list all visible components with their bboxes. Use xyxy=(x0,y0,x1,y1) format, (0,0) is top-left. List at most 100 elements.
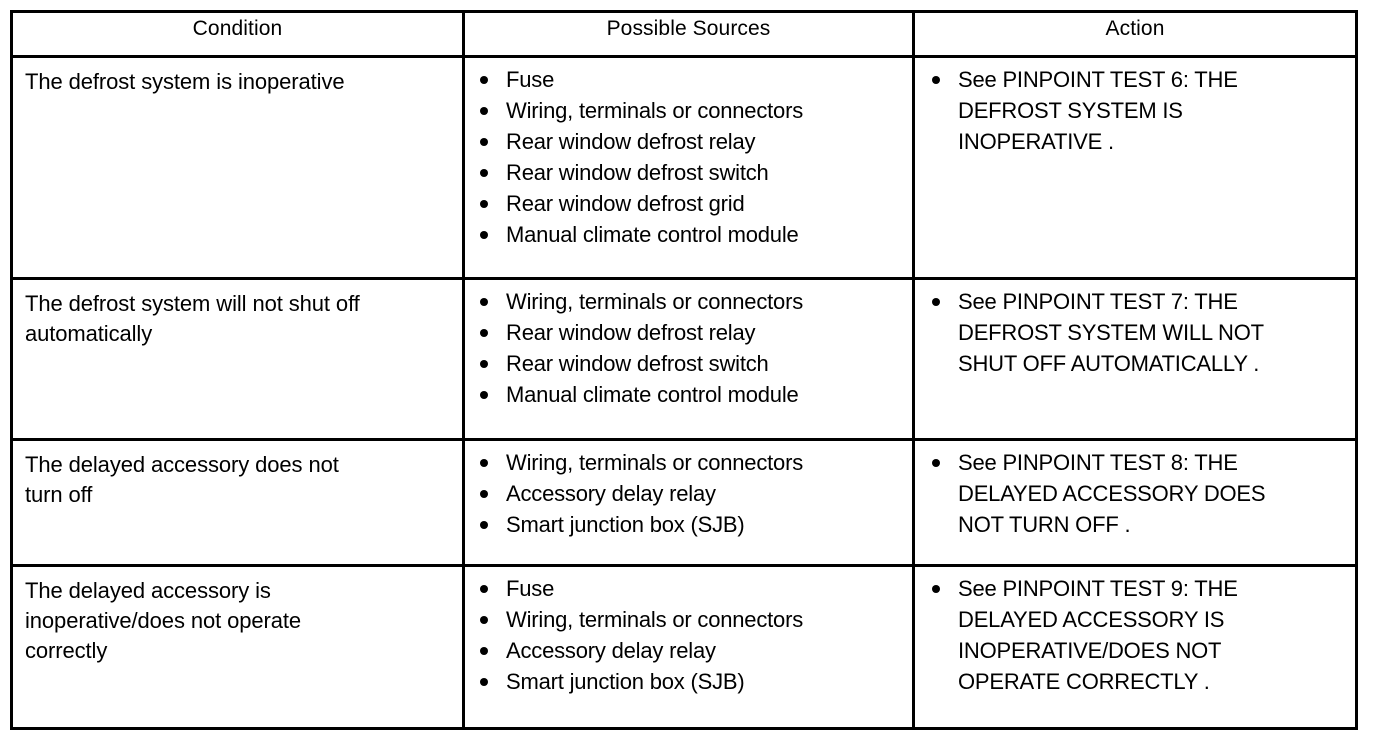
list-item-label: Accessory delay relay xyxy=(506,638,716,663)
possible-sources-list: Fuse Wiring, terminals or connectors Acc… xyxy=(473,573,902,697)
diagnostic-symptom-chart: Condition Possible Sources Action The de… xyxy=(10,10,1358,730)
possible-sources-list: Wiring, terminals or connectors Accessor… xyxy=(473,447,902,540)
list-item: Wiring, terminals or connectors xyxy=(473,286,902,317)
condition-text: The delayed accessory does not turn off xyxy=(25,452,339,507)
column-header-condition: Condition xyxy=(10,10,465,58)
bullet-icon xyxy=(480,76,488,84)
sources-inner: Fuse Wiring, terminals or connectors Acc… xyxy=(465,567,912,705)
list-item: Smart junction box (SJB) xyxy=(473,666,902,697)
pinpoint-test-reference: See PINPOINT TEST 6: THE DEFROST SYSTEM … xyxy=(958,67,1238,154)
table-row: The delayed accessory is inoperative/doe… xyxy=(10,564,1358,730)
list-item-label: Rear window defrost relay xyxy=(506,129,756,154)
action-list: See PINPOINT TEST 8: THE DELAYED ACCESSO… xyxy=(925,447,1345,540)
list-item: Wiring, terminals or connectors xyxy=(473,604,902,635)
list-item-label: Wiring, terminals or connectors xyxy=(506,289,804,314)
column-header-possible-sources: Possible Sources xyxy=(462,10,915,58)
list-item: Manual climate control module xyxy=(473,379,902,410)
action-inner: See PINPOINT TEST 7: THE DEFROST SYSTEM … xyxy=(915,280,1355,387)
possible-sources-list: Wiring, terminals or connectors Rear win… xyxy=(473,286,902,410)
list-item: Fuse xyxy=(473,64,902,95)
bullet-icon xyxy=(480,647,488,655)
cell-action: See PINPOINT TEST 7: THE DEFROST SYSTEM … xyxy=(912,277,1358,441)
bullet-icon xyxy=(932,585,940,593)
bullet-icon xyxy=(480,298,488,306)
pinpoint-test-reference: See PINPOINT TEST 7: THE DEFROST SYSTEM … xyxy=(958,289,1264,376)
bullet-icon xyxy=(480,459,488,467)
bullet-icon xyxy=(480,231,488,239)
action-list: See PINPOINT TEST 6: THE DEFROST SYSTEM … xyxy=(925,64,1345,157)
list-item-label: Accessory delay relay xyxy=(506,481,716,506)
cell-condition: The defrost system is inoperative xyxy=(10,55,465,280)
list-item-label: Rear window defrost switch xyxy=(506,351,769,376)
bullet-icon xyxy=(932,459,940,467)
cell-possible-sources: Fuse Wiring, terminals or connectors Acc… xyxy=(462,564,915,730)
bullet-icon xyxy=(932,298,940,306)
list-item: See PINPOINT TEST 7: THE DEFROST SYSTEM … xyxy=(925,286,1345,379)
cell-condition: The delayed accessory does not turn off xyxy=(10,438,465,567)
action-inner: See PINPOINT TEST 6: THE DEFROST SYSTEM … xyxy=(915,58,1355,165)
bullet-icon xyxy=(480,360,488,368)
action-inner: See PINPOINT TEST 8: THE DELAYED ACCESSO… xyxy=(915,441,1355,548)
sources-inner: Wiring, terminals or connectors Accessor… xyxy=(465,441,912,548)
list-item-label: Wiring, terminals or connectors xyxy=(506,98,804,123)
bullet-icon xyxy=(480,521,488,529)
cell-possible-sources: Wiring, terminals or connectors Rear win… xyxy=(462,277,915,441)
sources-inner: Wiring, terminals or connectors Rear win… xyxy=(465,280,912,418)
list-item: Rear window defrost switch xyxy=(473,348,902,379)
list-item-label: Rear window defrost grid xyxy=(506,191,745,216)
cell-action: See PINPOINT TEST 6: THE DEFROST SYSTEM … xyxy=(912,55,1358,280)
bullet-icon xyxy=(480,107,488,115)
condition-text: The defrost system is inoperative xyxy=(25,69,345,94)
cell-condition: The delayed accessory is inoperative/doe… xyxy=(10,564,465,730)
table-row: The delayed accessory does not turn off … xyxy=(10,438,1358,567)
cell-action: See PINPOINT TEST 8: THE DELAYED ACCESSO… xyxy=(912,438,1358,567)
table-header-row: Condition Possible Sources Action xyxy=(10,10,1358,58)
list-item: Wiring, terminals or connectors xyxy=(473,95,902,126)
bullet-icon xyxy=(480,678,488,686)
cell-possible-sources: Wiring, terminals or connectors Accessor… xyxy=(462,438,915,567)
list-item-label: Wiring, terminals or connectors xyxy=(506,450,804,475)
bullet-icon xyxy=(480,169,488,177)
list-item-label: Rear window defrost relay xyxy=(506,320,756,345)
sources-inner: Fuse Wiring, terminals or connectors Rea… xyxy=(465,58,912,258)
list-item: Rear window defrost relay xyxy=(473,317,902,348)
action-list: See PINPOINT TEST 9: THE DELAYED ACCESSO… xyxy=(925,573,1345,697)
list-item: See PINPOINT TEST 9: THE DELAYED ACCESSO… xyxy=(925,573,1345,697)
table-body: The defrost system is inoperative Fuse W… xyxy=(10,55,1358,730)
bullet-icon xyxy=(480,200,488,208)
action-list: See PINPOINT TEST 7: THE DEFROST SYSTEM … xyxy=(925,286,1345,379)
condition-inner: The defrost system will not shut off aut… xyxy=(13,280,462,357)
list-item: Accessory delay relay xyxy=(473,635,902,666)
table-row: The defrost system is inoperative Fuse W… xyxy=(10,55,1358,280)
list-item: See PINPOINT TEST 6: THE DEFROST SYSTEM … xyxy=(925,64,1345,157)
condition-inner: The defrost system is inoperative xyxy=(13,58,462,105)
list-item-label: Smart junction box (SJB) xyxy=(506,512,745,537)
condition-text: The defrost system will not shut off aut… xyxy=(25,291,360,346)
list-item: Fuse xyxy=(473,573,902,604)
list-item-label: Rear window defrost switch xyxy=(506,160,769,185)
action-inner: See PINPOINT TEST 9: THE DELAYED ACCESSO… xyxy=(915,567,1355,705)
list-item: See PINPOINT TEST 8: THE DELAYED ACCESSO… xyxy=(925,447,1345,540)
list-item: Rear window defrost relay xyxy=(473,126,902,157)
list-item-label: Manual climate control module xyxy=(506,382,799,407)
bullet-icon xyxy=(480,616,488,624)
list-item-label: Smart junction box (SJB) xyxy=(506,669,745,694)
table-row: The defrost system will not shut off aut… xyxy=(10,277,1358,441)
bullet-icon xyxy=(480,138,488,146)
condition-inner: The delayed accessory does not turn off xyxy=(13,441,462,518)
pinpoint-test-reference: See PINPOINT TEST 9: THE DELAYED ACCESSO… xyxy=(958,576,1238,694)
condition-inner: The delayed accessory is inoperative/doe… xyxy=(13,567,462,674)
cell-possible-sources: Fuse Wiring, terminals or connectors Rea… xyxy=(462,55,915,280)
list-item-label: Wiring, terminals or connectors xyxy=(506,607,804,632)
list-item: Smart junction box (SJB) xyxy=(473,509,902,540)
list-item-label: Fuse xyxy=(506,67,555,92)
table-header: Condition Possible Sources Action xyxy=(10,10,1358,58)
list-item: Rear window defrost grid xyxy=(473,188,902,219)
condition-text: The delayed accessory is inoperative/doe… xyxy=(25,578,302,663)
list-item: Accessory delay relay xyxy=(473,478,902,509)
pinpoint-test-reference: See PINPOINT TEST 8: THE DELAYED ACCESSO… xyxy=(958,450,1266,537)
possible-sources-list: Fuse Wiring, terminals or connectors Rea… xyxy=(473,64,902,250)
bullet-icon xyxy=(480,329,488,337)
list-item-label: Manual climate control module xyxy=(506,222,799,247)
